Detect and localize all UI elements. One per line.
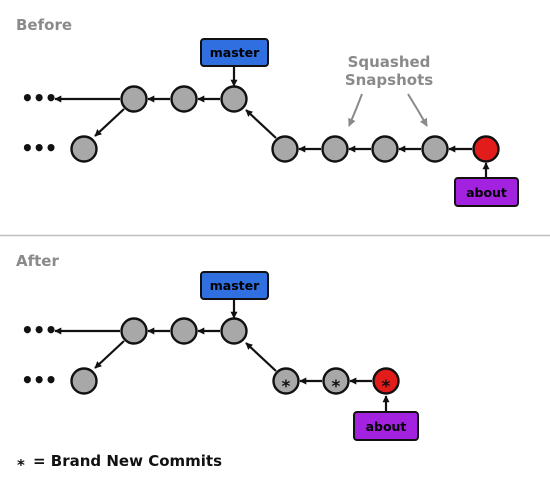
commit-node (271, 135, 299, 163)
after-commits (70, 317, 400, 395)
master-label-text: master (210, 45, 260, 60)
edge (94, 108, 125, 137)
after-edges (54, 300, 390, 411)
before-section: Before Squashed Snapshots ••• ••• (16, 16, 519, 207)
commit-node (220, 85, 248, 113)
new-head-commit-node (372, 367, 400, 395)
legend-symbol: * (17, 456, 25, 474)
commit-node (120, 85, 148, 113)
new-commit-marker: * (282, 377, 291, 397)
commit-node (371, 135, 399, 163)
edge (245, 342, 277, 372)
commit-node (220, 317, 248, 345)
before-commits (70, 85, 500, 163)
ellipsis: ••• (21, 318, 56, 342)
edge (94, 340, 125, 369)
commit-node (70, 135, 98, 163)
about-label-text: about (366, 419, 407, 434)
about-branch-label: about (353, 411, 419, 441)
annotation-arrow (348, 93, 363, 127)
annotation-arrow (407, 93, 428, 127)
commit-node (170, 317, 198, 345)
commit-node (421, 135, 449, 163)
new-commit-node (322, 367, 350, 395)
commit-node (120, 317, 148, 345)
ellipsis: ••• (21, 368, 56, 392)
legend-text: = Brand New Commits (33, 452, 222, 470)
new-commit-marker: * (332, 377, 341, 397)
after-section: After ••• ••• * * * maste (16, 252, 419, 441)
master-branch-label: master (200, 271, 269, 300)
new-commit-node (272, 367, 300, 395)
ellipsis: ••• (21, 86, 56, 110)
before-edges (54, 67, 490, 177)
legend: * = Brand New Commits (17, 452, 222, 474)
squashed-note-line2: Snapshots (345, 71, 433, 89)
after-title: After (16, 252, 59, 270)
about-branch-label: about (454, 177, 519, 207)
squashed-note-line1: Squashed (348, 53, 431, 71)
commit-node (321, 135, 349, 163)
master-branch-label: master (200, 38, 269, 67)
edge (245, 109, 277, 139)
head-commit-node (472, 135, 500, 163)
ellipsis: ••• (21, 136, 56, 160)
before-title: Before (16, 16, 72, 34)
master-label-text: master (210, 278, 260, 293)
squash-annotation-arrows (348, 93, 428, 127)
commit-node (70, 367, 98, 395)
commit-node (170, 85, 198, 113)
about-label-text: about (466, 185, 507, 200)
new-commit-marker: * (382, 377, 391, 397)
